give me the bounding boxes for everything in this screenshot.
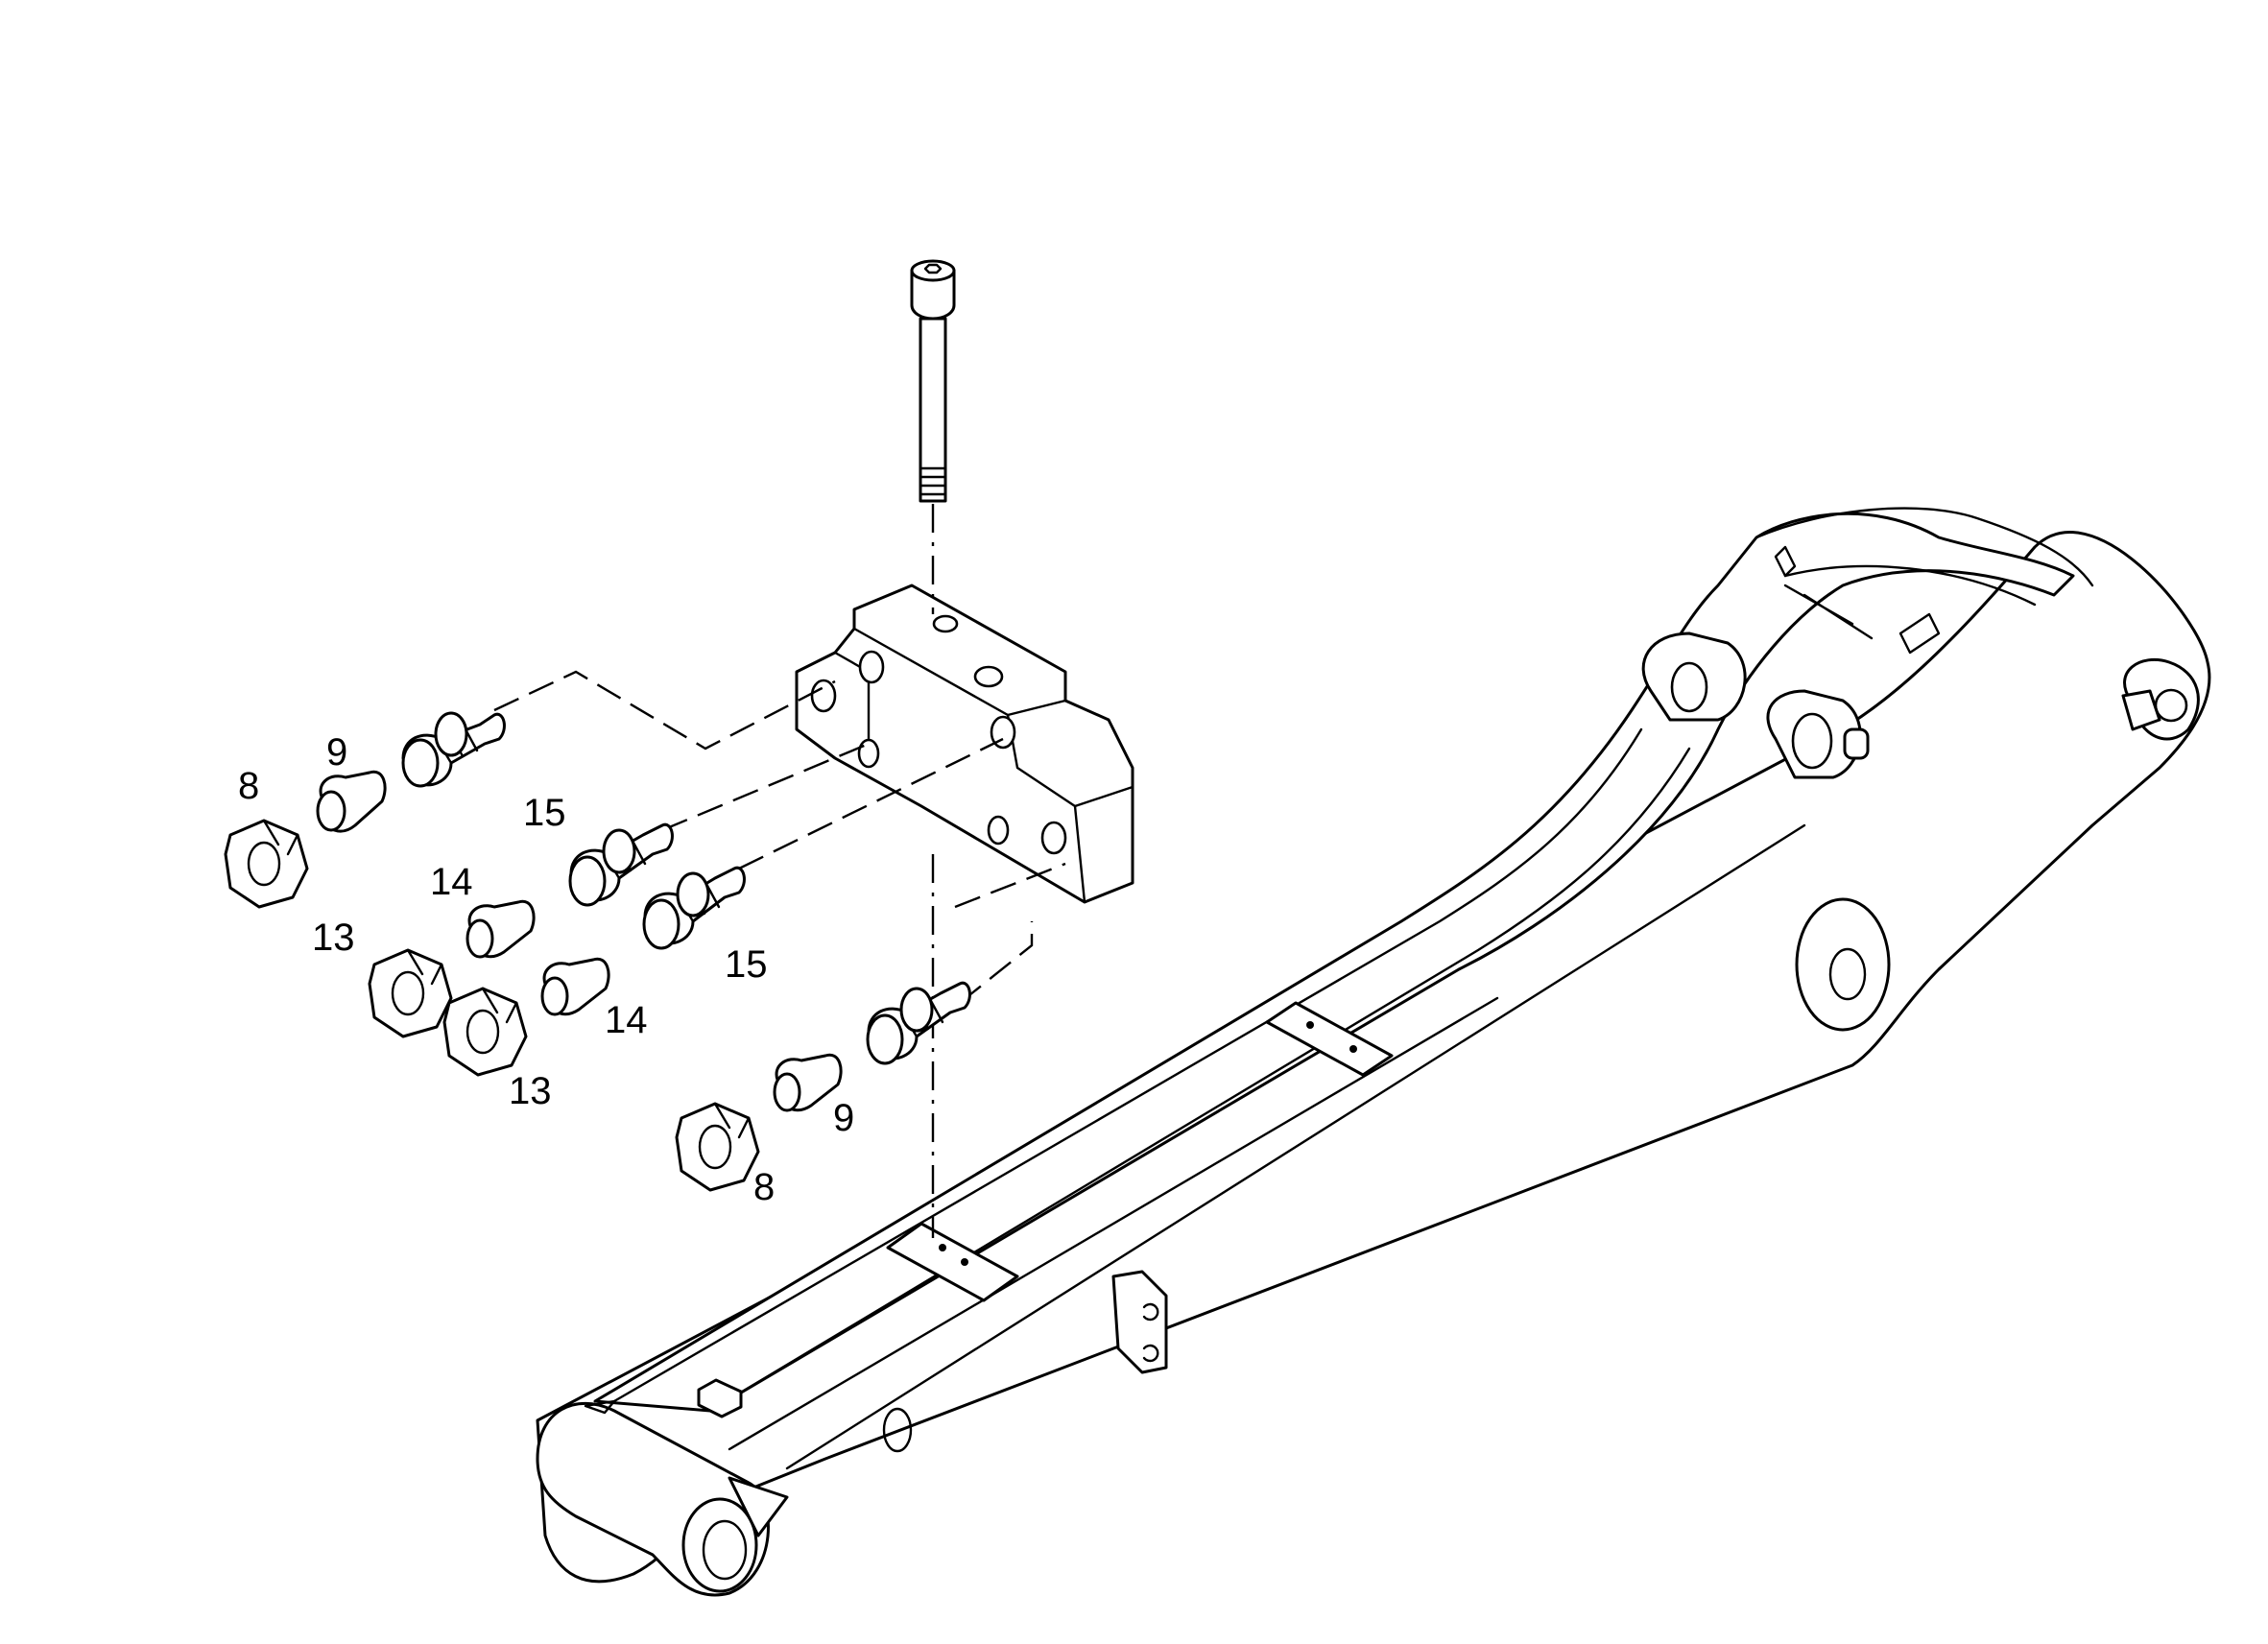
assembly-lines xyxy=(493,504,1066,1238)
boom-arm xyxy=(536,507,2211,1597)
callout-fitting-upper: 15 xyxy=(523,792,566,834)
ear-hole-left xyxy=(1670,661,1708,713)
callout-plug-left: 9 xyxy=(326,731,347,774)
manifold-block xyxy=(795,584,1134,904)
callout-nut-upper: 13 xyxy=(312,917,355,959)
nut-13-upper xyxy=(368,948,453,1038)
plug-14-upper xyxy=(466,899,536,959)
cap-screw xyxy=(910,259,956,503)
nut-13-lower xyxy=(442,987,528,1077)
nut-upper-left xyxy=(224,819,309,909)
plug-upper-left xyxy=(316,770,387,833)
cross-plate-upper xyxy=(1265,1001,1394,1077)
plug-lower-right xyxy=(773,1053,843,1112)
foot-boss xyxy=(681,1497,758,1593)
callout-plug-lower: 14 xyxy=(605,999,648,1041)
plug-14-lower xyxy=(540,957,610,1016)
side-plate xyxy=(1111,1270,1168,1374)
bolt-hole xyxy=(932,614,959,633)
callout-labels: 8 9 15 14 13 14 15 13 9 8 xyxy=(238,731,854,1208)
callout-plug-right: 9 xyxy=(833,1097,854,1139)
fitting-15-lower xyxy=(642,866,746,950)
fitting-lower-right xyxy=(866,981,971,1065)
callout-fitting-lower: 15 xyxy=(725,943,768,986)
fitting-15-upper xyxy=(568,822,674,907)
fitting-upper-left xyxy=(401,711,506,788)
ear-hole-right xyxy=(1791,712,1833,770)
callout-nut-lower: 13 xyxy=(509,1070,552,1112)
callout-plug-upper: 14 xyxy=(430,861,473,903)
callout-nut-right: 8 xyxy=(753,1166,775,1208)
pivot-boss xyxy=(1795,897,1891,1032)
cross-plate-lower xyxy=(886,1222,1019,1302)
nut-lower-right xyxy=(675,1102,760,1192)
callout-nut-left: 8 xyxy=(238,765,259,807)
